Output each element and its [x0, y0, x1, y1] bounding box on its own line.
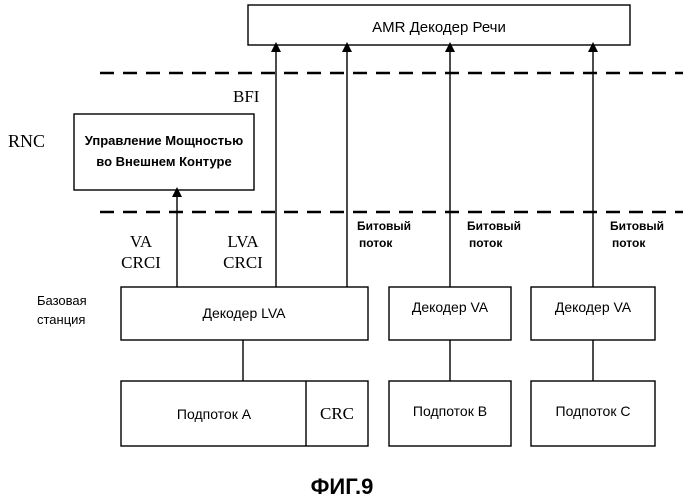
- power-control-label-line2: во Внешнем Контуре: [96, 154, 231, 169]
- rnc-label: RNC: [8, 131, 45, 151]
- va-label: VA: [130, 232, 153, 251]
- bitstream-label-3-line1: Битовый: [610, 219, 664, 233]
- figure-caption: ФИГ.9: [311, 474, 374, 499]
- bitstream-label-2-line1: Битовый: [467, 219, 521, 233]
- crci-label-left: CRCI: [121, 253, 161, 272]
- bitstream-label-3-line2: поток: [612, 236, 646, 250]
- lva-decoder-label: Декодер LVA: [202, 305, 286, 321]
- amr-decoder-label: AMR Декодер Речи: [372, 19, 506, 36]
- bitstream-label-2-line2: поток: [469, 236, 503, 250]
- lva-label: LVA: [227, 232, 259, 251]
- base-station-label-line1: Базовая: [37, 293, 87, 308]
- base-station-label-line2: станция: [37, 312, 85, 327]
- power-control-box: [74, 114, 254, 190]
- va-decoder-label-b: Декодер VA: [412, 299, 489, 315]
- bitstream-label-1-line2: поток: [359, 236, 393, 250]
- va-decoder-label-c: Декодер VA: [555, 299, 632, 315]
- bitstream-label-1-line1: Битовый: [357, 219, 411, 233]
- substream-b-label: Подпоток В: [413, 403, 487, 419]
- crc-label: CRC: [320, 404, 354, 423]
- crci-label-mid: CRCI: [223, 253, 263, 272]
- bfi-label: BFI: [233, 87, 260, 106]
- power-control-label-line1: Управление Мощностью: [85, 133, 244, 148]
- substream-a-label: Подпоток А: [177, 406, 252, 422]
- substream-c-label: Подпоток С: [556, 403, 631, 419]
